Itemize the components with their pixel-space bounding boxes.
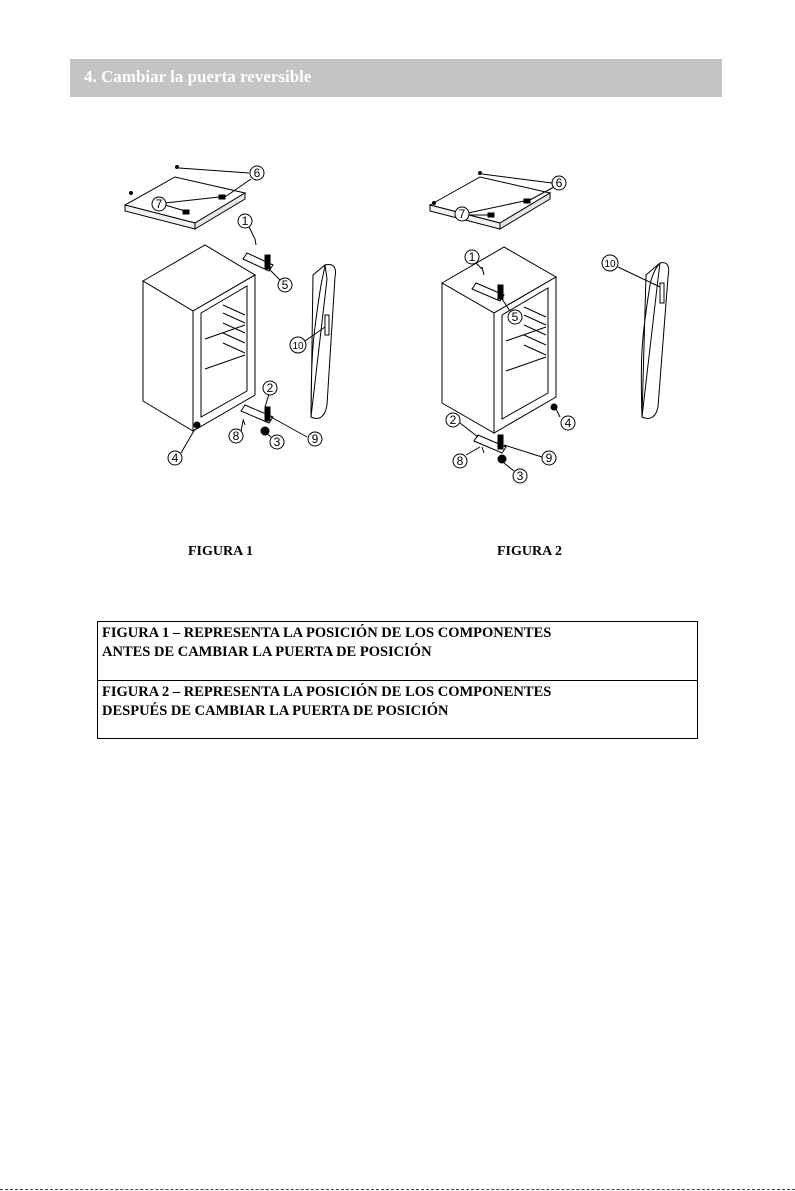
svg-text:9: 9 (312, 432, 319, 446)
figure-2-caption: FIGURA 2 (497, 544, 562, 560)
svg-text:2: 2 (267, 381, 274, 395)
svg-text:10: 10 (292, 341, 304, 352)
bottom-hinge (241, 405, 273, 435)
callout-4: 4 (556, 409, 575, 430)
svg-text:1: 1 (242, 214, 249, 228)
svg-text:3: 3 (274, 435, 281, 449)
svg-text:5: 5 (512, 310, 519, 324)
callout-4: 4 (168, 429, 195, 465)
callout-8: 8 (453, 447, 480, 468)
section-title: 4. Cambiar la puerta reversible (84, 67, 311, 87)
svg-text:6: 6 (254, 166, 261, 180)
svg-text:8: 8 (457, 454, 464, 468)
callout-3: 3 (266, 433, 284, 449)
description-line: FIGURA 1 – REPRESENTA LA POSICIÓN DE LOS… (102, 624, 693, 643)
figure-2-description: FIGURA 2 – REPRESENTA LA POSICIÓN DE LOS… (98, 681, 697, 739)
svg-text:5: 5 (282, 278, 289, 292)
svg-text:3: 3 (517, 469, 524, 483)
fridge-cabinet (143, 245, 255, 431)
callout-9: 9 (504, 445, 556, 465)
fridge-cabinet (442, 247, 557, 433)
figure-1-caption: FIGURA 1 (188, 544, 253, 560)
callout-5: 5 (269, 269, 292, 292)
figure-1-diagram: 6 7 1 5 10 2 (115, 155, 340, 485)
top-cover (125, 166, 245, 230)
svg-text:7: 7 (459, 207, 466, 221)
description-line: FIGURA 2 – REPRESENTA LA POSICIÓN DE LOS… (102, 683, 693, 702)
callout-3: 3 (504, 463, 527, 483)
svg-text:9: 9 (546, 451, 553, 465)
svg-text:8: 8 (233, 429, 240, 443)
fridge-door (311, 265, 336, 419)
top-hinge (243, 239, 273, 271)
callout-8: 8 (229, 421, 243, 443)
callout-1: 1 (238, 214, 255, 239)
svg-text:4: 4 (565, 416, 572, 430)
figure-description-table: FIGURA 1 – REPRESENTA LA POSICIÓN DE LOS… (97, 621, 698, 739)
bottom-hinge (474, 435, 506, 463)
figure-2-diagram: 6 7 1 5 10 4 (420, 155, 675, 490)
svg-text:4: 4 (172, 451, 179, 465)
svg-text:1: 1 (469, 250, 476, 264)
svg-text:10: 10 (604, 259, 616, 270)
description-line: DESPUÉS DE CAMBIAR LA PUERTA DE POSICIÓN (102, 702, 693, 721)
description-line: ANTES DE CAMBIAR LA PUERTA DE POSICIÓN (102, 643, 693, 662)
svg-text:7: 7 (156, 197, 163, 211)
page-bottom-border (0, 1189, 795, 1190)
figure-1-description: FIGURA 1 – REPRESENTA LA POSICIÓN DE LOS… (98, 622, 697, 681)
svg-text:2: 2 (450, 413, 457, 427)
callout-2: 2 (263, 381, 277, 407)
svg-text:6: 6 (556, 176, 563, 190)
fridge-door (641, 263, 668, 419)
section-header: 4. Cambiar la puerta reversible (70, 59, 722, 97)
